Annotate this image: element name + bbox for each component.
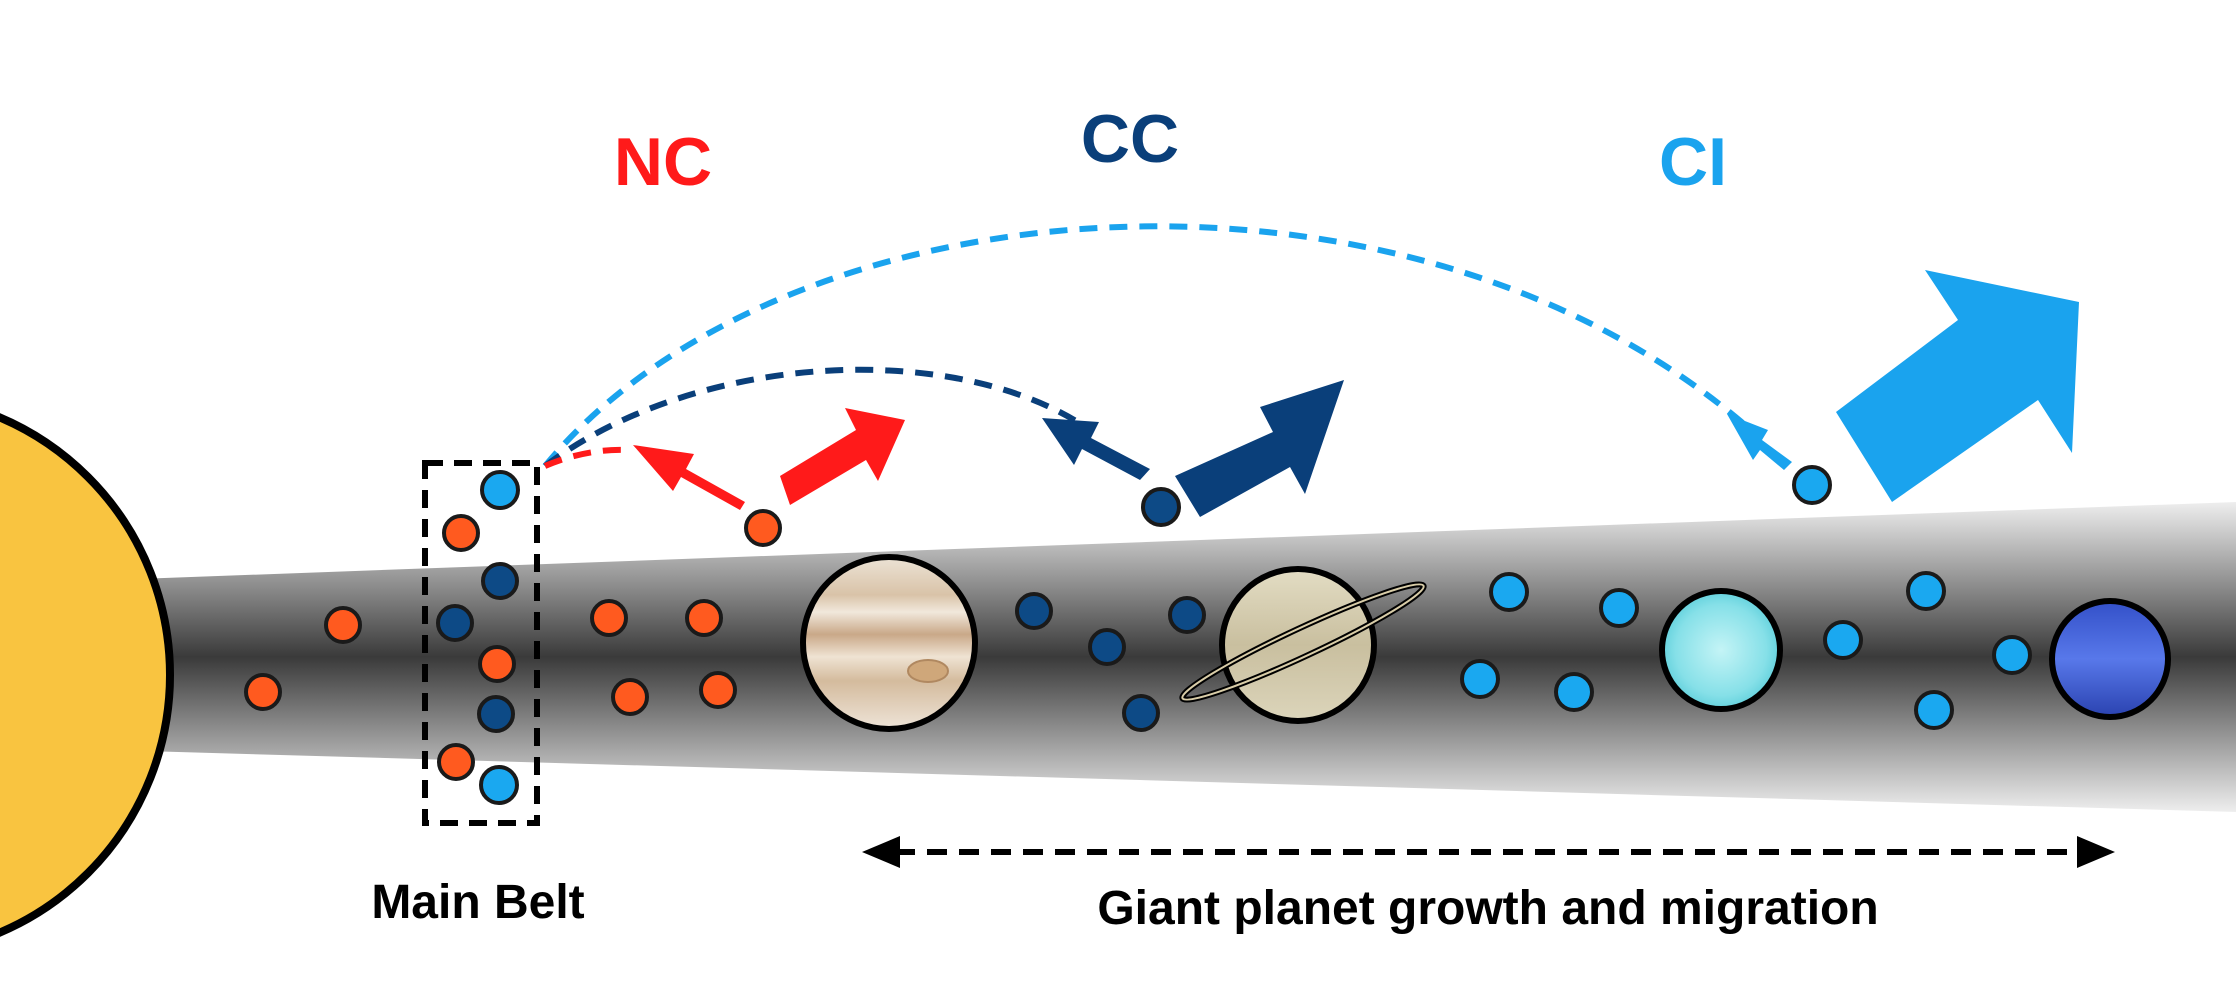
nc-body [685,599,723,637]
ci-ejected-body [1792,465,1832,505]
nc-body [590,599,628,637]
ci-body [1823,620,1863,660]
cc-body [1015,592,1053,630]
cc-body [1088,628,1126,666]
cc-outward-arrow [1175,380,1344,517]
nc-body [699,671,737,709]
nc-planetesimals [244,509,782,781]
cc-body [477,695,515,733]
nc-body [611,678,649,716]
ci-trajectory [542,223,1747,468]
nc-ejected-body [744,509,782,547]
cc-body [481,562,519,600]
nc-body [442,514,480,552]
nc-trajectory [543,446,626,469]
nc-inward-arrow [633,445,745,510]
ci-body [1906,571,1946,611]
nc-body [478,645,516,683]
ci-inward-arrow [1727,414,1792,470]
ci-label: CI [1659,124,1727,200]
nc-outward-arrow [780,408,905,505]
cc-body [436,604,474,642]
nc-body [437,743,475,781]
cc-inward-arrow [1042,418,1150,480]
neptune-icon [2049,598,2171,720]
cc-body [1122,694,1160,732]
ci-body [1599,588,1639,628]
ci-body [1489,572,1529,612]
nc-label: NC [614,124,712,200]
ci-body [479,765,519,805]
jupiter-icon [800,554,978,732]
main-belt-box [422,460,540,826]
cc-trajectory [543,366,1092,469]
migration-label: Giant planet growth and migration [1097,882,1878,935]
cc-planetesimals [436,487,1206,733]
uranus-icon [1659,588,1783,712]
ci-body [1554,672,1594,712]
saturn-icon [1179,566,1427,724]
sun-icon [0,413,174,937]
protoplanetary-disk [110,502,2236,812]
ci-outward-arrow [1836,270,2079,502]
nc-body [244,673,282,711]
ci-body [1992,635,2032,675]
cc-body [1168,596,1206,634]
cc-ejected-body [1141,487,1181,527]
ci-body [1914,690,1954,730]
cc-label: CC [1081,101,1179,177]
migration-double-arrow [862,836,2115,868]
main-belt-label: Main Belt [371,876,584,929]
nc-body [324,606,362,644]
ci-body [480,470,520,510]
ci-planetesimals [479,465,2032,805]
ci-body [1460,659,1500,699]
